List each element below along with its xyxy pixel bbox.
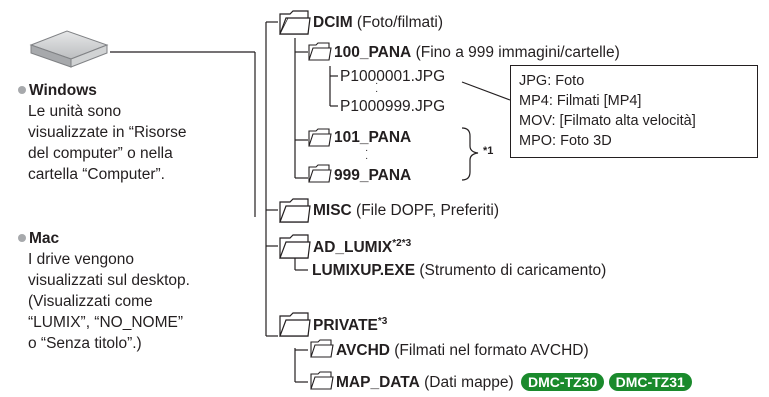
folder-icon <box>308 164 332 183</box>
bullet-icon <box>18 85 26 94</box>
mac-line: visualizzati sul desktop. <box>28 272 190 289</box>
info-line: JPG: Foto <box>519 73 585 89</box>
mac-line: “LUMIX”, “NO_NOME” <box>28 314 183 331</box>
file-lumixup: LUMIXUP.EXE (Strumento di caricamento) <box>312 262 607 279</box>
bullet-icon <box>18 233 26 242</box>
folder-101-pana: 101_PANA <box>334 129 412 146</box>
folder-ad-lumix: AD_LUMIX*2*3 <box>313 238 412 256</box>
folder-999-pana: 999_PANA <box>334 167 412 184</box>
info-line: MOV: [Filmato alta velocità] <box>519 113 696 129</box>
info-line: MPO: Foto 3D <box>519 133 612 149</box>
file-type-info-box: JPG: Foto MP4: Filmati [MP4] MOV: [Filma… <box>510 65 758 158</box>
folder-icon <box>279 312 311 337</box>
ellipsis-dots: ·· <box>375 78 379 97</box>
folder-100-pana: 100_PANA (Fino a 999 immagini/cartelle) <box>334 44 620 61</box>
model-badge: DMC-TZ31 <box>608 373 692 391</box>
folder-icon <box>279 10 311 35</box>
windows-line: Le unità sono <box>28 103 122 120</box>
folder-icon <box>279 198 311 223</box>
footnote-1: *1 <box>483 145 494 157</box>
folder-icon <box>310 371 334 390</box>
mac-line: I drive vengono <box>28 251 134 268</box>
windows-line: del computer” o nella <box>28 145 173 162</box>
folder-dcim: DCIM (Foto/filmati) <box>313 14 444 31</box>
mac-title: Mac <box>29 230 60 247</box>
folder-private: PRIVATE*3 <box>313 316 388 334</box>
folder-icon <box>308 42 332 61</box>
windows-line: visualizzate in “Risorse <box>28 124 187 141</box>
folder-icon <box>310 339 334 358</box>
folder-avchd: AVCHD (Filmati nel formato AVCHD) <box>336 342 589 359</box>
windows-section: Windows Le unità sono visualizzate in “R… <box>18 80 187 185</box>
folder-misc: MISC (File DOPF, Preferiti) <box>313 202 500 219</box>
windows-line: cartella “Computer”. <box>28 166 165 183</box>
model-badge: DMC-TZ30 <box>521 373 605 391</box>
mac-line: (Visualizzati come <box>28 293 153 310</box>
folder-map-data: MAP_DATA (Dati mappe) DMC-TZ30 DMC-TZ31 <box>336 373 692 392</box>
drive-icon <box>29 30 109 68</box>
folder-icon <box>279 234 311 259</box>
ellipsis-dots: ·· <box>365 145 369 164</box>
windows-title: Windows <box>29 82 97 99</box>
mac-line: o “Senza titolo”.) <box>28 335 142 352</box>
file-last: P1000999.JPG <box>340 98 446 115</box>
mac-section: Mac I drive vengono visualizzati sul des… <box>18 228 190 354</box>
folder-icon <box>308 128 332 147</box>
info-line: MP4: Filmati [MP4] <box>519 93 642 109</box>
file-first: P1000001.JPG <box>340 68 446 85</box>
